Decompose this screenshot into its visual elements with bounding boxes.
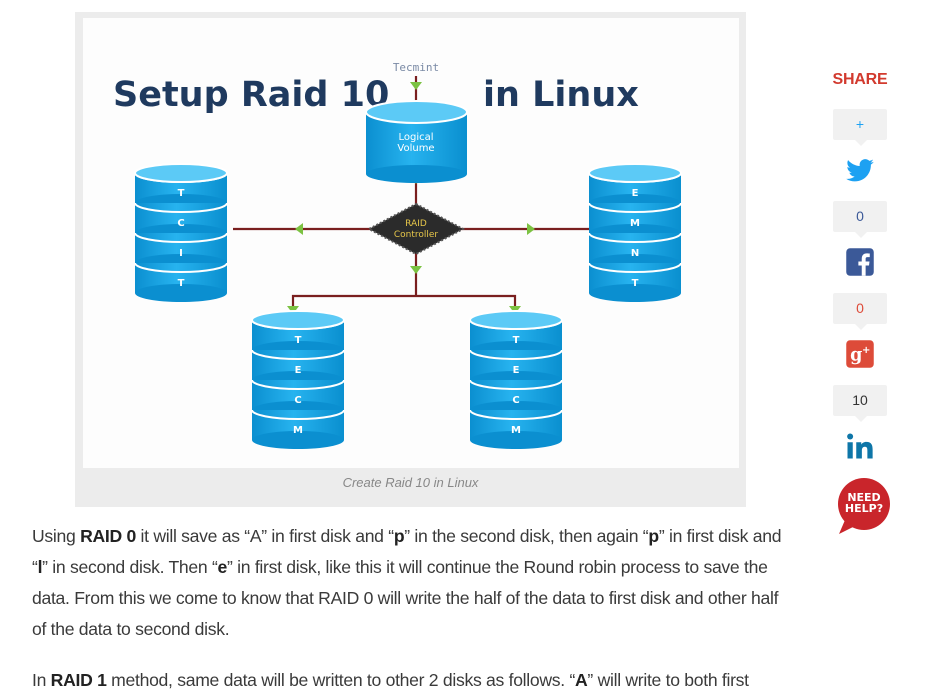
disk-letter: M — [511, 425, 521, 436]
facebook-share-count: 0 — [833, 293, 887, 330]
disk-letter: E — [295, 365, 302, 376]
disk-letter: M — [293, 425, 303, 436]
disk-letter: I — [179, 248, 183, 259]
disk-segment: T — [588, 262, 682, 302]
disk-letter: E — [632, 188, 639, 199]
svg-text:Volume: Volume — [397, 143, 434, 154]
diagram-heading-right: in Linux — [483, 75, 639, 115]
disk-letter: T — [513, 335, 520, 346]
twitter-share-count: 0 — [833, 201, 887, 238]
svg-text:Logical: Logical — [398, 132, 433, 143]
disk-letter: N — [631, 248, 639, 259]
logical-volume-disk: Logical Volume — [365, 100, 468, 183]
disk-bottom-left: T E C M — [251, 310, 345, 449]
disk-letter: M — [630, 218, 640, 229]
facebook-icon[interactable] — [845, 247, 875, 277]
disk-bottom-right: T E C M — [469, 310, 563, 449]
flow-arrows — [287, 82, 535, 314]
disk-letter: T — [295, 335, 302, 346]
share-more-button[interactable]: + — [833, 109, 887, 146]
svg-text:HELP?: HELP? — [845, 502, 883, 515]
disk-letter: C — [177, 218, 184, 229]
article-figure: Setup Raid 10 in Linux Tecmint — [75, 12, 746, 507]
disk-letter: C — [512, 395, 519, 406]
diagram-watermark: Tecmint — [393, 61, 439, 74]
raid-controller-chip: RAID Controller — [366, 202, 466, 256]
disk-letter: T — [178, 278, 185, 289]
disk-segment: M — [251, 409, 345, 449]
svg-text:RAID: RAID — [405, 219, 427, 229]
need-help-badge[interactable]: NEED HELP? — [833, 476, 893, 536]
google-plus-icon[interactable]: g + — [845, 339, 875, 369]
twitter-icon[interactable] — [845, 156, 875, 186]
disk-letter: T — [632, 278, 639, 289]
disk-letter: C — [294, 395, 301, 406]
figure-caption: Create Raid 10 in Linux — [342, 475, 479, 490]
share-title: SHARE — [832, 71, 888, 88]
raid10-diagram-image: Setup Raid 10 in Linux Tecmint — [83, 18, 739, 468]
svg-text:Controller: Controller — [394, 230, 439, 240]
disk-letter: E — [513, 365, 520, 376]
disk-letter: T — [178, 188, 185, 199]
disk-segment: M — [469, 409, 563, 449]
disk-right: E M N T — [588, 163, 682, 302]
disk-left: T C I T — [134, 163, 228, 302]
disk-segment: T — [134, 262, 228, 302]
diagram-heading-left: Setup Raid 10 — [113, 75, 389, 115]
linkedin-icon[interactable] — [845, 431, 875, 461]
article-paragraph-raid0: Using RAID 0 it will save as “A” in firs… — [32, 526, 782, 639]
google-plus-share-count: 10 — [833, 385, 887, 422]
article-paragraph-raid1: In RAID 1 method, same data will be writ… — [32, 670, 749, 690]
svg-text:NEED: NEED — [847, 491, 880, 504]
svg-text:g: g — [850, 345, 862, 365]
svg-text:+: + — [862, 345, 870, 356]
